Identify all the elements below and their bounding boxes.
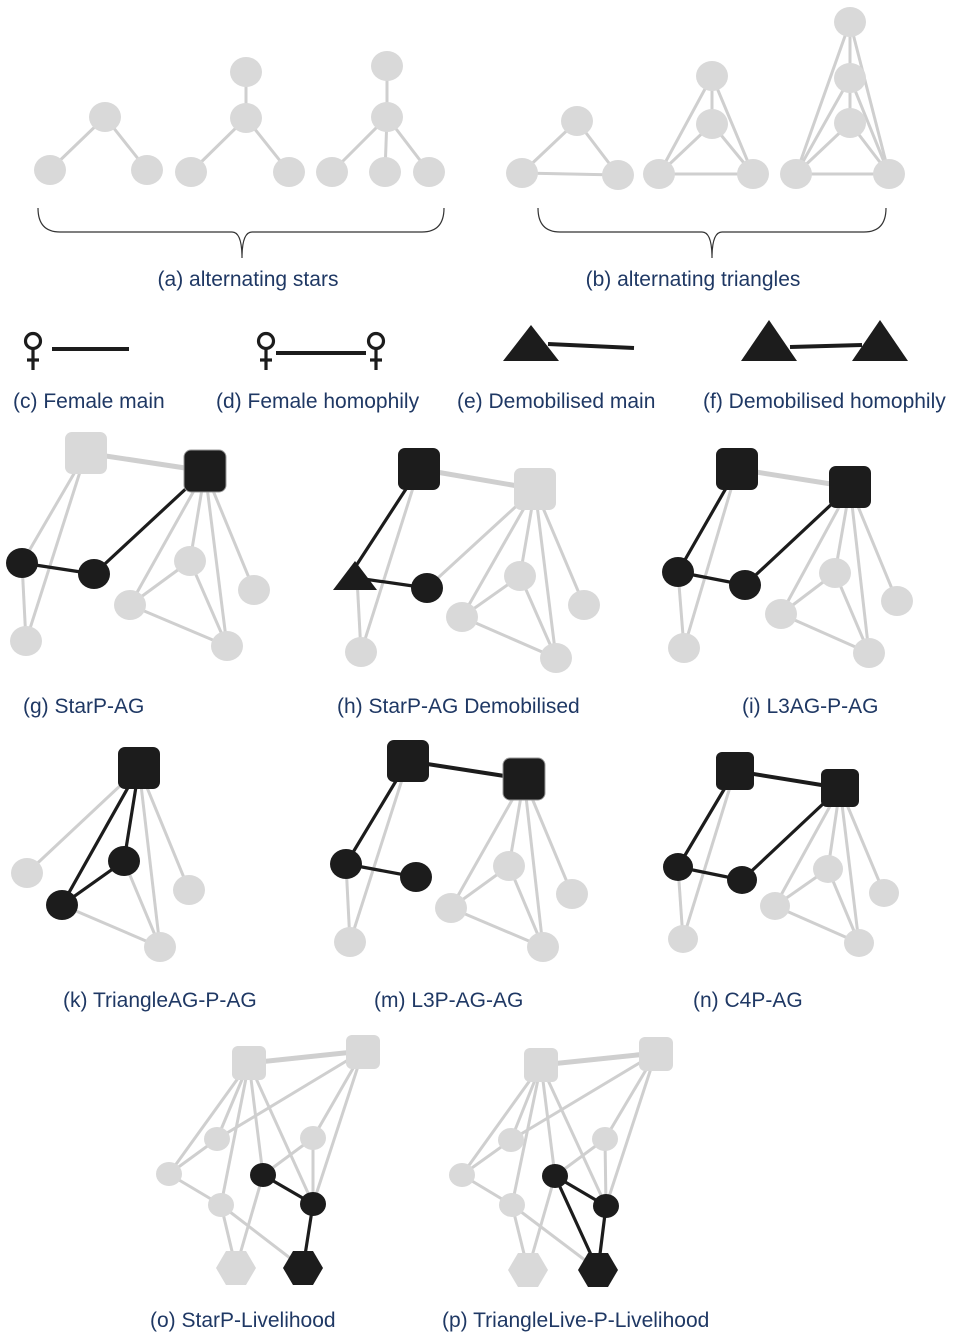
triangle-demobilised-icon bbox=[852, 320, 908, 361]
panel-b-alternating-triangles: (b) alternating triangles bbox=[506, 7, 905, 291]
female-symbol-icon bbox=[23, 331, 43, 370]
triangle-demobilised-icon bbox=[333, 561, 377, 590]
panel-k-triangleag-p-ag: (k) TriangleAG-P-AG bbox=[11, 747, 257, 1012]
panel-n-c4p-ag: (n) C4P-AG bbox=[663, 752, 899, 1012]
caption-a: (a) alternating stars bbox=[158, 268, 339, 291]
caption-g: (g) StarP-AG bbox=[23, 695, 144, 718]
panel-h-starp-ag-demobilised: (h) StarP-AG Demobilised bbox=[333, 448, 600, 718]
panel-i-l3ag-p-ag: (i) L3AG-P-AG bbox=[662, 448, 913, 718]
caption-b: (b) alternating triangles bbox=[586, 268, 801, 291]
panel-f-demobilised-homophily: (f) Demobilised homophily bbox=[703, 320, 946, 413]
triangle-2 bbox=[643, 61, 769, 189]
panel-c-female-main: (c) Female main bbox=[13, 331, 165, 413]
hexagon-livelihood-icon bbox=[508, 1253, 548, 1287]
panel-m-l3p-ag-ag: (m) L3P-AG-AG bbox=[330, 740, 588, 1012]
caption-n: (n) C4P-AG bbox=[693, 989, 803, 1012]
triangle-demobilised-icon bbox=[503, 325, 559, 361]
caption-f: (f) Demobilised homophily bbox=[703, 390, 946, 413]
hexagon-livelihood-icon bbox=[578, 1253, 618, 1287]
brace-b bbox=[537, 207, 887, 259]
panel-d-female-homophily: (d) Female homophily bbox=[216, 331, 420, 413]
female-symbol-icon bbox=[256, 331, 276, 370]
panel-a-alternating-stars: (a) alternating stars bbox=[34, 51, 445, 291]
triangle-3 bbox=[780, 7, 905, 189]
triangle-1 bbox=[506, 106, 634, 190]
panel-o-starp-livelihood: (o) StarP-Livelihood bbox=[150, 1035, 380, 1332]
triangle-demobilised-icon bbox=[741, 320, 797, 361]
caption-d: (d) Female homophily bbox=[216, 390, 420, 413]
panel-p-trianglelive-p-livelihood: (p) TriangleLive-P-Livelihood bbox=[442, 1037, 709, 1332]
caption-h: (h) StarP-AG Demobilised bbox=[337, 695, 580, 718]
caption-p: (p) TriangleLive-P-Livelihood bbox=[442, 1309, 709, 1332]
caption-e: (e) Demobilised main bbox=[457, 390, 655, 413]
star-4 bbox=[316, 51, 445, 187]
caption-c: (c) Female main bbox=[13, 390, 165, 413]
panel-g-starp-ag: (g) StarP-AG bbox=[6, 432, 270, 718]
star-2 bbox=[34, 102, 163, 185]
female-symbol-icon bbox=[366, 331, 386, 370]
caption-k: (k) TriangleAG-P-AG bbox=[63, 989, 257, 1012]
hexagon-livelihood-icon bbox=[283, 1251, 323, 1285]
hexagon-livelihood-icon bbox=[216, 1251, 256, 1285]
star-3 bbox=[175, 57, 305, 187]
panel-e-demobilised-main: (e) Demobilised main bbox=[457, 325, 655, 413]
caption-m: (m) L3P-AG-AG bbox=[374, 989, 523, 1012]
caption-o: (o) StarP-Livelihood bbox=[150, 1309, 336, 1332]
caption-i: (i) L3AG-P-AG bbox=[742, 695, 879, 718]
brace-a bbox=[37, 207, 445, 259]
